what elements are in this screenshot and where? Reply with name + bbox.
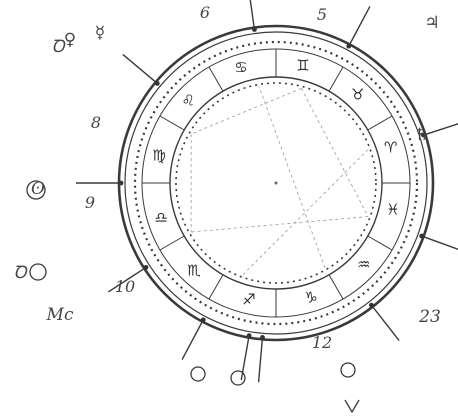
planet-spoke (123, 54, 155, 81)
spoke-anchor (346, 44, 351, 49)
outer-note: ♄ (414, 125, 429, 145)
planet-spoke (248, 0, 254, 27)
outer-note: ʘ (31, 179, 45, 199)
center-dot (275, 182, 278, 185)
outer-note: ♀ (64, 30, 76, 50)
outer-note: ☿ (95, 23, 105, 43)
aspect-lines (191, 86, 368, 275)
sign-divider (368, 116, 392, 130)
sign-divider (160, 236, 184, 250)
zodiac-glyph-scorpio: ♏ (187, 261, 201, 279)
zodiac-glyph-pisces: ♓ (386, 200, 399, 218)
planet-circle (341, 363, 355, 377)
spoke-anchor (369, 303, 374, 308)
zodiac-glyph-virgo: ♍ (152, 147, 165, 165)
house-numbers: 5 6 8 9 10 12 (85, 3, 332, 352)
zodiac-glyph-capricorn: ♑ (304, 288, 317, 306)
planet-spoke (350, 6, 370, 43)
house-number: 9 (85, 193, 95, 212)
aspect-line (259, 86, 325, 267)
house-number: 5 (317, 5, 327, 24)
planet-spoke (241, 339, 248, 380)
house-number: 10 (115, 277, 135, 296)
sign-divider (368, 236, 392, 250)
aspect-line (242, 149, 368, 275)
house-number: 8 (91, 113, 101, 132)
planet-circle (191, 367, 205, 381)
sign-divider (329, 67, 343, 91)
planet-spoke (182, 323, 202, 360)
spoke-anchor (155, 81, 160, 86)
outer-note: Mc (46, 305, 74, 325)
spoke-anchor (252, 27, 257, 32)
zodiac-glyph-taurus: ♉ (351, 86, 364, 104)
arrow-icon (345, 400, 359, 412)
planet-circle (231, 371, 245, 385)
zodiac-glyph-sagittarius: ♐ (242, 290, 255, 308)
planet-spoke (424, 237, 458, 251)
sign-divider (209, 67, 223, 91)
zodiac-glyph-aquarius: ♒ (357, 255, 370, 273)
house-number: 6 (200, 3, 210, 22)
zodiac-glyph-leo: ♌ (182, 92, 195, 110)
spoke-anchor (260, 335, 265, 340)
sign-divider (329, 275, 343, 299)
planet-spoke (426, 121, 458, 134)
zodiac-glyph-cancer: ♋ (234, 59, 247, 77)
planet-spoke (373, 308, 399, 341)
spoke-anchor (247, 333, 252, 338)
zodiac-glyph-aries: ♈ (384, 138, 397, 156)
aspect-line (191, 88, 301, 134)
outer-note: ♃ (424, 13, 439, 33)
sign-divider (160, 116, 184, 130)
house-number: 12 (312, 333, 332, 352)
spoke-anchor (119, 181, 124, 186)
outer-note: Ꝺ (13, 263, 28, 283)
planet-spoke (259, 340, 263, 382)
aspect-line (301, 88, 368, 216)
aspect-line (191, 217, 368, 232)
zodiac-glyph-gemini: ♊ (296, 57, 309, 75)
planet-circle-left (30, 264, 46, 280)
spoke-anchor (201, 317, 206, 322)
spoke-anchor (419, 234, 424, 239)
outer-note: 23 (418, 307, 441, 327)
sign-divider (209, 275, 223, 299)
zodiac-glyph-libra: ♎ (155, 209, 168, 227)
spoke-anchor (144, 265, 149, 270)
